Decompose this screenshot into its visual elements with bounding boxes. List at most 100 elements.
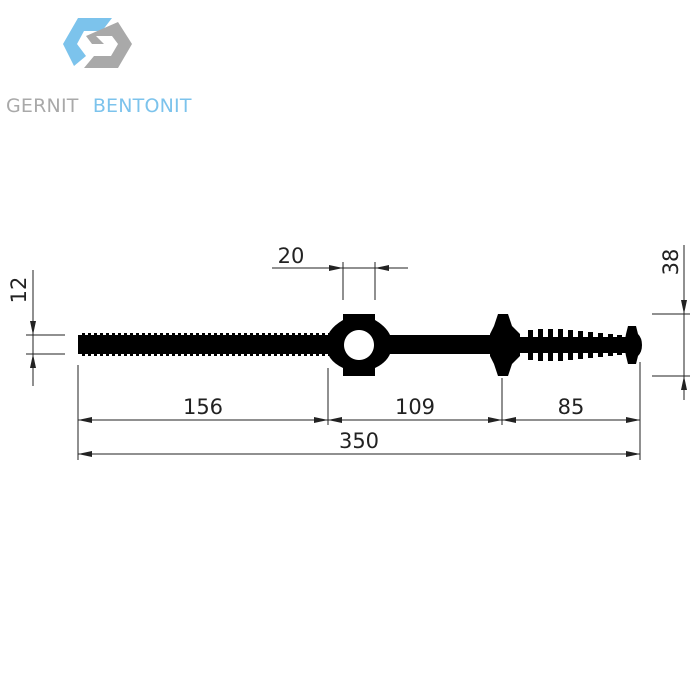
flange-serration [304,354,307,356]
logo-text-bentonit: BENTONIT [93,95,192,117]
left-flange-ribs [82,333,331,356]
hexagon-g-logo-icon [63,18,132,68]
company-logo: GERNIT BENTONIT [6,18,192,117]
flange-serration [274,354,277,356]
flange-serration [100,333,103,335]
flange-serration [148,333,151,335]
flange-serration [256,354,259,356]
flange-serration [196,333,199,335]
flange-serration [106,333,109,335]
flange-serration [124,333,127,335]
flange-serration [184,333,187,335]
arrow-20-left [329,265,343,271]
flange-serration [232,354,235,356]
dim-label-85: 85 [558,395,585,419]
flange-serration [214,354,217,356]
flange-serration [88,354,91,356]
flange-serration [262,333,265,335]
flange-serration [178,333,181,335]
profile-rib [588,332,593,358]
flange-serration [250,354,253,356]
center-connector [385,335,505,354]
flange-serration [142,354,145,356]
flange-serration [256,333,259,335]
flange-serration [130,333,133,335]
flange-serration [286,354,289,356]
flange-serration [202,354,205,356]
flange-serration [298,333,301,335]
flange-serration [130,354,133,356]
dim-label-38: 38 [659,249,683,276]
flange-serration [274,333,277,335]
flange-serration [118,333,121,335]
flange-serration [118,354,121,356]
flange-serration [250,333,253,335]
dimension-annotations: 156 109 85 350 20 12 [7,244,690,460]
waterstop-profile [78,314,642,376]
end-bulb [624,326,642,364]
dim-label-109: 109 [395,395,435,419]
profile-rib [558,329,563,361]
arrow-85-right [626,417,640,423]
flange-serration [244,354,247,356]
flange-serration [178,354,181,356]
profile-rib [538,329,543,361]
arrow-38-bottom [681,376,687,390]
flange-serration [286,333,289,335]
flange-serration [310,354,313,356]
flange-serration [154,354,157,356]
flange-serration [100,354,103,356]
arrow-12-top [30,321,36,335]
dim-label-20: 20 [278,244,305,268]
flange-serration [82,333,85,335]
arrow-350-left [78,451,92,457]
flange-serration [106,354,109,356]
flange-serration [238,354,241,356]
flange-serration [244,333,247,335]
flange-serration [280,354,283,356]
flange-serration [136,333,139,335]
flange-serration [208,333,211,335]
flange-serration [304,333,307,335]
flange-serration [292,333,295,335]
flange-serration [184,354,187,356]
arrow-20-right [375,265,389,271]
flange-serration [94,333,97,335]
flange-serration [112,354,115,356]
flange-serration [322,354,325,356]
right-fin [490,314,520,376]
flange-serration [214,333,217,335]
arrow-350-right [626,451,640,457]
flange-serration [292,354,295,356]
flange-serration [82,354,85,356]
flange-serration [220,333,223,335]
flange-serration [298,354,301,356]
arrow-156-right [314,417,328,423]
flange-serration [208,354,211,356]
flange-serration [196,354,199,356]
arrow-109-left [328,417,342,423]
flange-serration [232,333,235,335]
arrow-85-left [502,417,516,423]
flange-serration [310,333,313,335]
profile-rib [568,330,573,360]
flange-serration [226,354,229,356]
flange-serration [172,354,175,356]
flange-serration [220,354,223,356]
dim-label-350: 350 [339,429,379,453]
profile-rib [548,329,553,361]
flange-serration [172,333,175,335]
dim-label-12: 12 [7,277,31,304]
flange-serration [190,354,193,356]
arrow-109-right [488,417,502,423]
left-flange [78,335,333,354]
profile-rib [578,331,583,359]
profile-rib [528,330,533,360]
profile-rib [598,333,603,357]
center-bulb [326,314,392,376]
flange-serration [268,354,271,356]
flange-serration [280,333,283,335]
flange-serration [142,333,145,335]
flange-serration [166,333,169,335]
logo-gray-shape [84,22,132,68]
